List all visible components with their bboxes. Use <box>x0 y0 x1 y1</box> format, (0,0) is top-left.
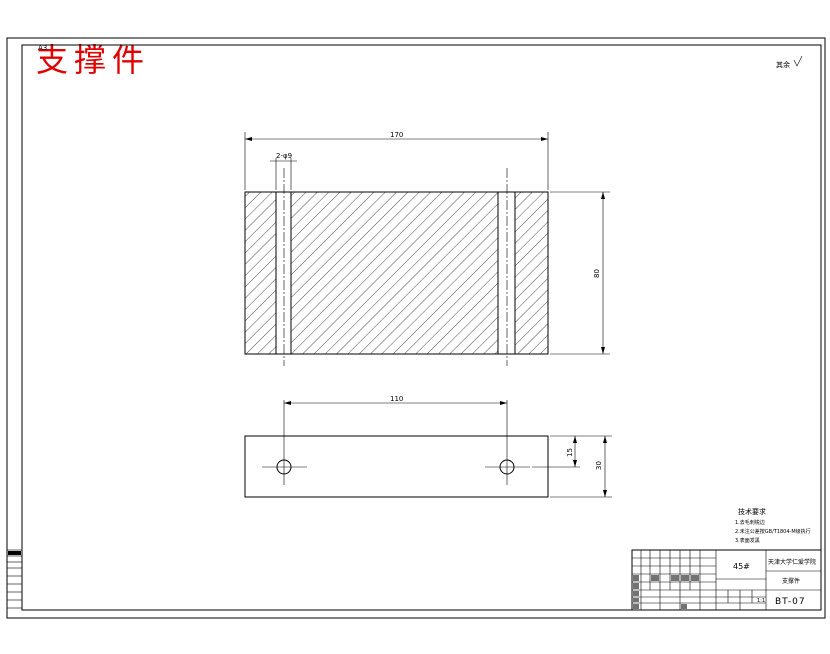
title-block: 45# 天津大学仁爱学院 支撑件 BT-07 1:1 <box>631 549 822 611</box>
part-name-stamp: 支撑件 <box>36 41 151 79</box>
dim-width-top: 30 <box>595 461 603 470</box>
dim-slot-width: 2-φ9 <box>276 152 292 160</box>
tb-material: 45# <box>733 562 750 571</box>
hatch-left <box>245 192 276 354</box>
front-view: 170 2-φ9 80 <box>244 131 610 366</box>
tech-req-item-1: 1.去毛刺锐边 <box>735 519 765 526</box>
tb-school: 天津大学仁爱学院 <box>768 558 816 566</box>
dim-overall-length: 170 <box>390 131 403 139</box>
tb-part-name: 支撑件 <box>782 577 800 585</box>
tech-req-item-3: 3.表面发黑 <box>735 537 760 544</box>
tech-req-item-2: 2.未注公差按GB/T1804-M级执行 <box>735 528 811 535</box>
dim-height-front: 80 <box>593 269 601 278</box>
outer-border <box>6 37 826 619</box>
dim-half-width: 15 <box>566 448 574 457</box>
surface-note: 其余 <box>776 60 790 69</box>
top-outline <box>244 435 549 498</box>
tb-scale: 1:1 <box>757 598 765 604</box>
tb-drawing-number: BT-07 <box>775 597 806 607</box>
inner-border <box>21 44 822 611</box>
front-outline <box>244 191 549 355</box>
technical-requirements: 技术要求 1.去毛刺锐边 2.未注公差按GB/T1804-M级执行 3.表面发黑 <box>735 507 811 544</box>
side-revision-strip <box>6 549 23 609</box>
sheet-size-label: A3 <box>38 44 47 52</box>
roughness-symbol <box>793 55 803 67</box>
dim-hole-spacing: 110 <box>390 395 403 403</box>
tech-req-heading: 技术要求 <box>738 507 766 516</box>
hatch-right <box>515 192 548 354</box>
top-view: 110 15 30 <box>244 395 612 498</box>
hatch-middle <box>291 192 498 354</box>
